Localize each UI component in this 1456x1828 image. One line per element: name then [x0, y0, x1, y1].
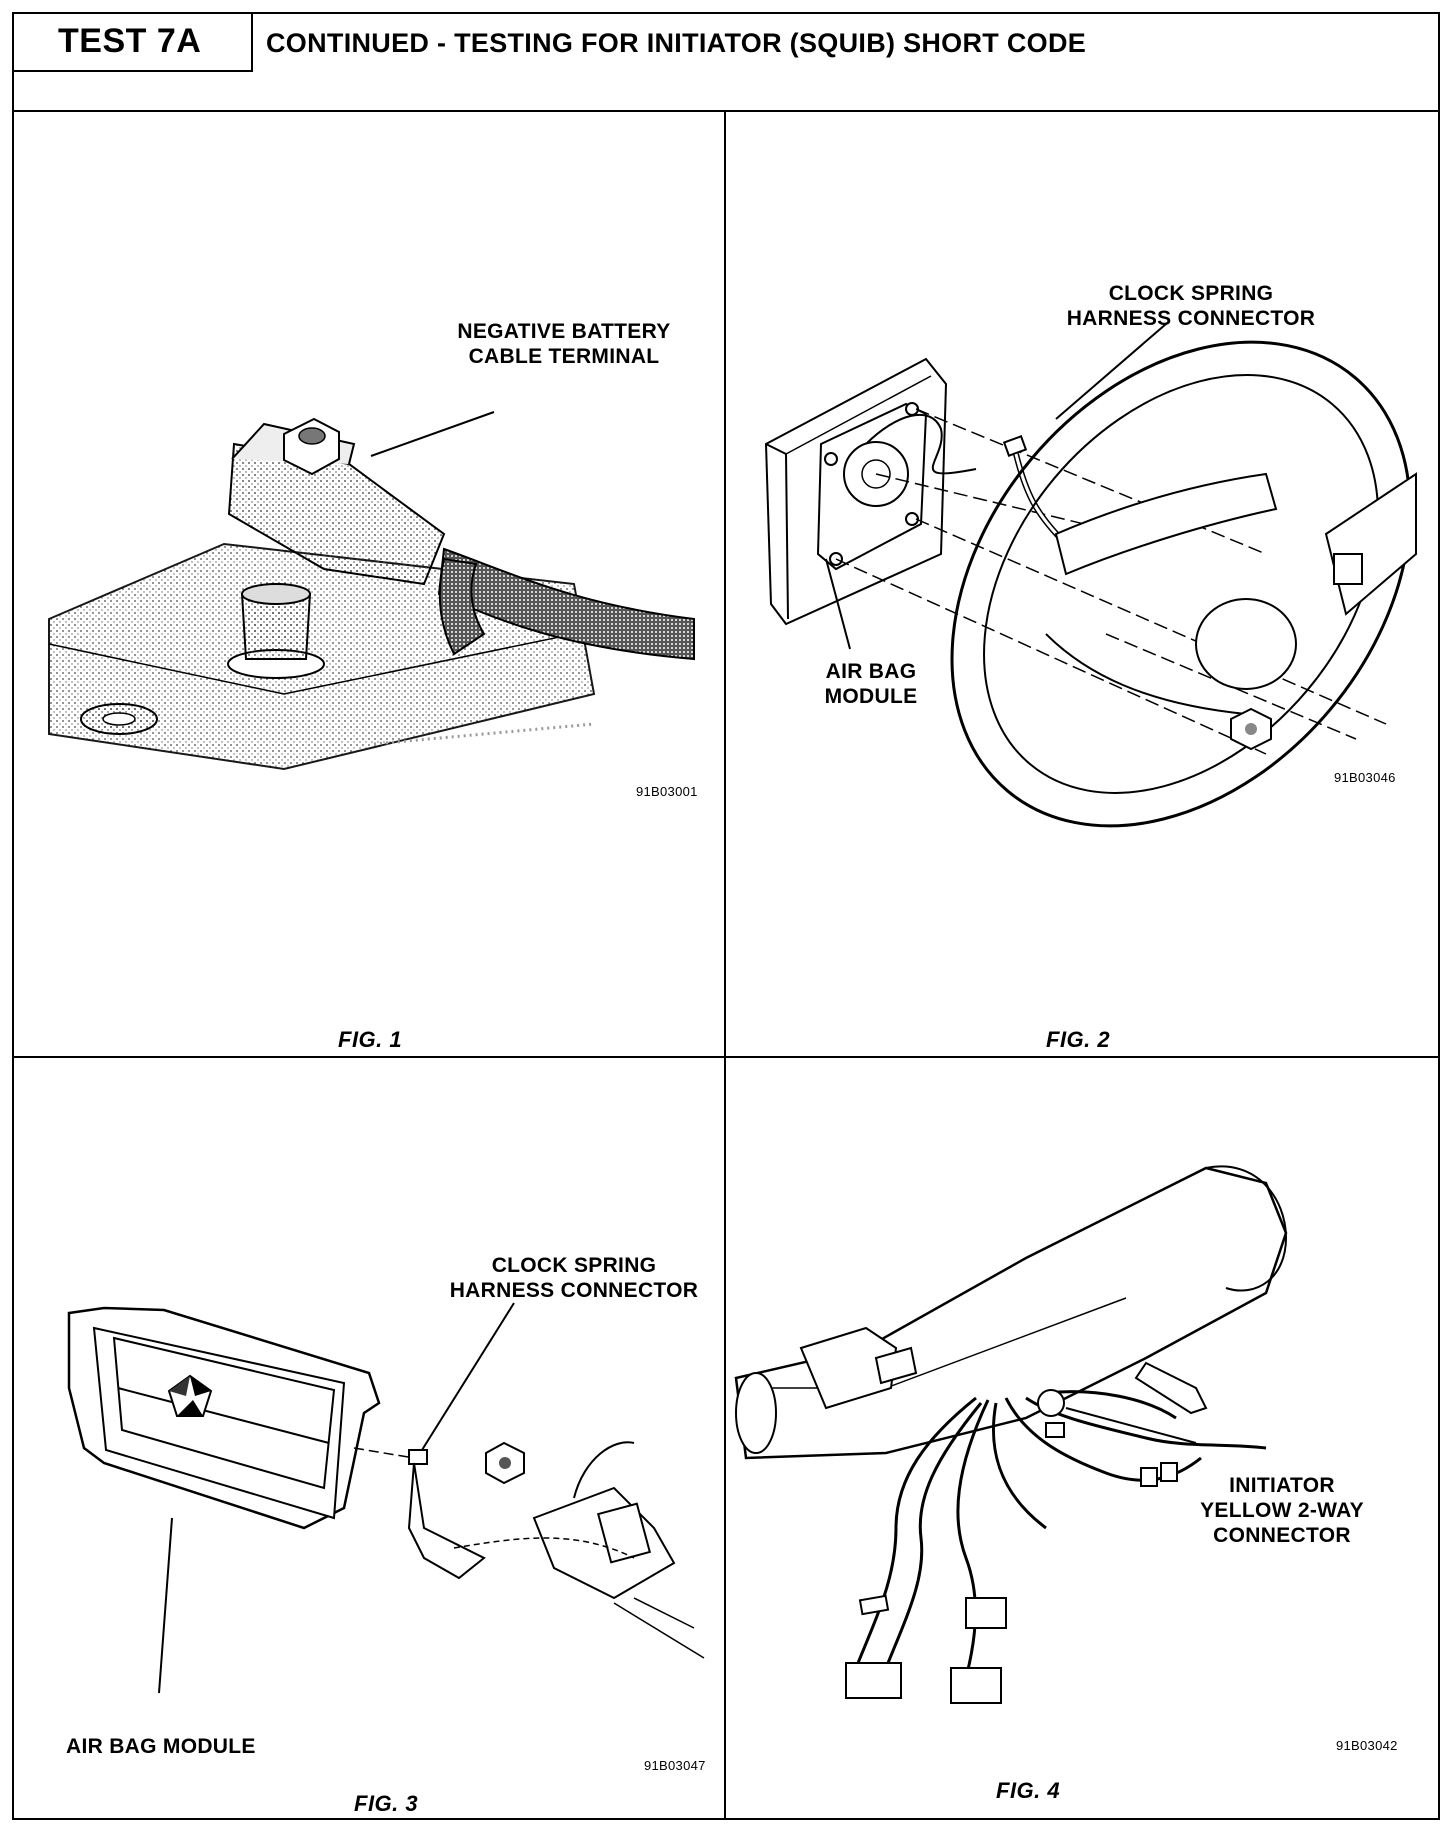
figure-3-panel: CLOCK SPRING HARNESS CONNECTOR AIR BAG M…	[14, 1058, 724, 1820]
figure-1-panel: NEGATIVE BATTERY CABLE TERMINAL 91B03001…	[14, 114, 724, 1056]
figure-3-caption: FIG. 3	[354, 1791, 419, 1816]
initiator-yellow-2-way-connector-label: INITIATOR YELLOW 2-WAY CONNECTOR	[1182, 1473, 1382, 1548]
figure-4-panel: INITIATOR YELLOW 2-WAY CONNECTOR 91B0304…	[726, 1058, 1440, 1820]
initiator-line-2: YELLOW 2-WAY	[1200, 1499, 1364, 1522]
terminal-line-1: NEGATIVE BATTERY	[457, 320, 671, 343]
figure-1-caption: FIG. 1	[338, 1027, 403, 1052]
figure-2-panel: CLOCK SPRING HARNESS CONNECTOR AIR BAG M…	[726, 114, 1440, 1056]
test-number-box: TEST 7A	[12, 12, 253, 72]
test-label: TEST 7A	[58, 21, 202, 60]
figure-2-caption: FIG. 2	[1046, 1027, 1111, 1052]
steering-wheel-illustration	[764, 323, 1417, 828]
figure-2-id: 91B03046	[1334, 770, 1396, 785]
air-bag-line-2: MODULE	[824, 685, 918, 708]
initiator-line-1: INITIATOR	[1229, 1474, 1335, 1497]
figure-3-id: 91B03047	[644, 1758, 706, 1773]
clock-spring-line-2: HARNESS CONNECTOR	[449, 1279, 699, 1302]
page-title: CONTINUED - TESTING FOR INITIATOR (SQUIB…	[266, 28, 1087, 58]
page-header: TEST 7A CONTINUED - TESTING FOR INITIATO…	[12, 12, 1440, 112]
figure-4-caption: FIG. 4	[996, 1778, 1061, 1803]
clock-spring-harness-connector-label: CLOCK SPRING HARNESS CONNECTOR	[429, 1253, 719, 1303]
figure-1-id: 91B03001	[636, 784, 698, 799]
air-bag-module-label: AIR BAG MODULE	[66, 1735, 256, 1758]
air-bag-module-label: AIR BAG MODULE	[806, 659, 936, 709]
negative-battery-cable-terminal-label: NEGATIVE BATTERY CABLE TERMINAL	[434, 319, 694, 369]
clock-spring-line-1: CLOCK SPRING	[1108, 282, 1274, 305]
figure-4-id: 91B03042	[1336, 1738, 1398, 1753]
battery-terminal-illustration	[48, 411, 695, 771]
clock-spring-line-1: CLOCK SPRING	[491, 1254, 657, 1277]
page-border	[12, 12, 1440, 1820]
clock-spring-harness-connector-label: CLOCK SPRING HARNESS CONNECTOR	[1046, 281, 1336, 331]
air-bag-line-1: AIR BAG	[825, 660, 917, 683]
air-bag-module-illustration	[67, 1302, 705, 1694]
horizontal-divider	[12, 1056, 1440, 1058]
steering-column-wiring-illustration	[734, 1165, 1288, 1704]
clock-spring-line-2: HARNESS CONNECTOR	[1066, 307, 1316, 330]
vertical-divider	[724, 112, 726, 1820]
initiator-line-3: CONNECTOR	[1213, 1524, 1351, 1547]
terminal-line-2: CABLE TERMINAL	[468, 345, 660, 368]
